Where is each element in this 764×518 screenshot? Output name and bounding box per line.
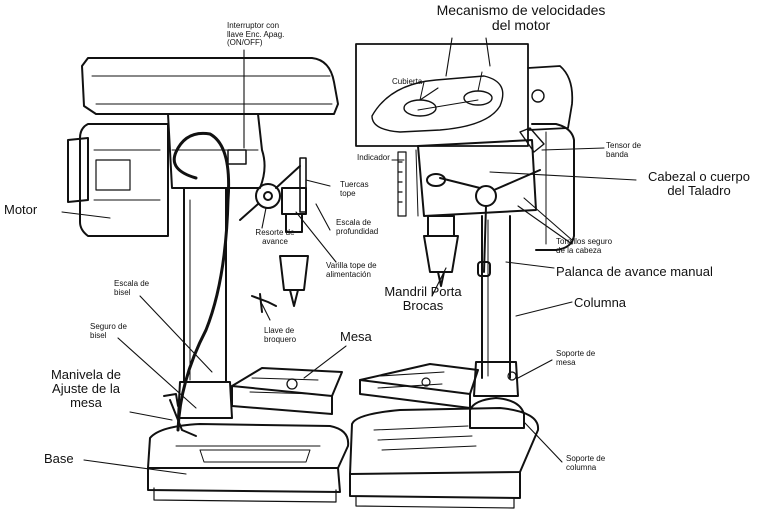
right-belt-tensioner — [519, 127, 545, 153]
right-head-body — [415, 139, 537, 217]
label-motor: Motor — [4, 202, 38, 217]
left-drill-press — [67, 57, 350, 503]
label-cover: Cubierta — [392, 77, 423, 86]
left-motor — [67, 123, 169, 237]
left-on-off-switch — [227, 149, 247, 165]
left-belt-cover — [81, 57, 339, 115]
left-column — [183, 187, 227, 383]
right-column — [481, 215, 511, 379]
right-spindle-chuck — [423, 215, 459, 287]
right-table-support — [473, 361, 519, 397]
leader-lines — [61, 37, 637, 475]
left-head-body — [167, 113, 266, 189]
label-indicator: Indicador — [357, 153, 390, 162]
label-manual-feed-lever: Palanca de avance manual — [556, 264, 713, 279]
right-drill-press — [349, 43, 575, 509]
right-feed-handles — [426, 169, 541, 277]
right-table — [359, 363, 479, 409]
left-crank — [163, 393, 197, 437]
left-power-cord — [172, 131, 231, 432]
right-column-base — [469, 397, 525, 429]
left-chuck-key — [251, 293, 277, 313]
label-base: Base — [44, 451, 74, 466]
left-feed-handle — [239, 165, 301, 221]
left-base — [147, 423, 350, 503]
right-base — [349, 407, 540, 509]
label-column: Columna — [574, 295, 627, 310]
right-depth-scale — [397, 151, 407, 217]
left-depth-stop-rod — [299, 157, 307, 213]
left-table — [231, 367, 343, 415]
left-spindle-chuck — [279, 187, 309, 307]
speed-mechanism-inset — [355, 43, 529, 147]
label-table: Mesa — [340, 329, 372, 344]
left-bevel-collar — [177, 381, 233, 419]
